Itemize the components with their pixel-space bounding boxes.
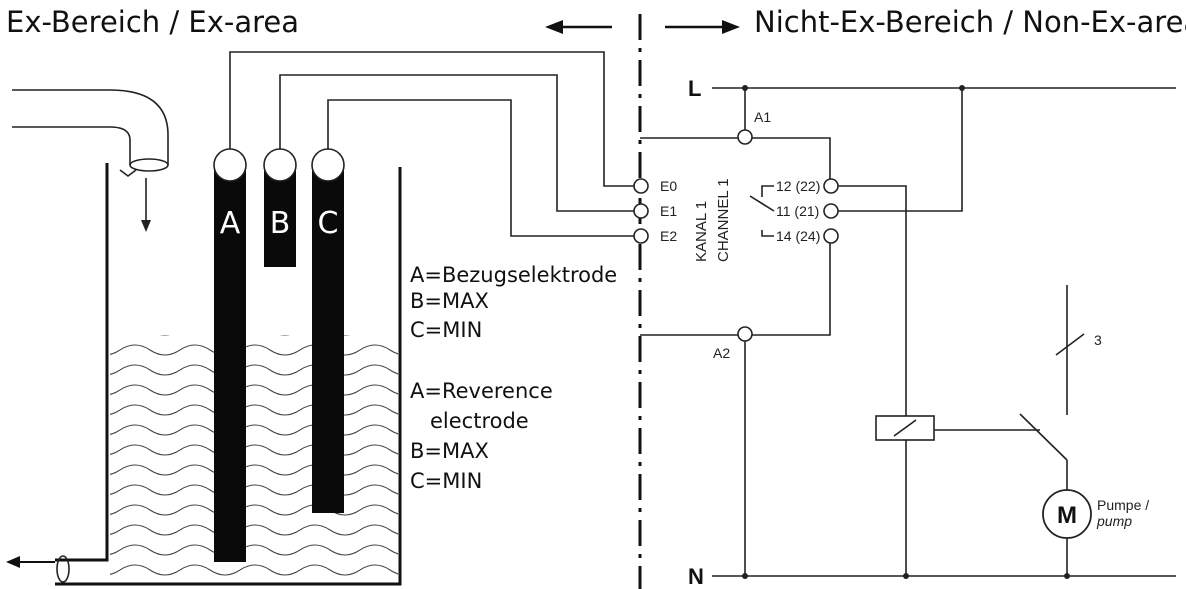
contactor-switch xyxy=(1019,413,1068,461)
terminal-12-label: 12 (22) xyxy=(776,178,820,194)
legend-b-en: B=MAX xyxy=(410,439,489,463)
legend-b-de: B=MAX xyxy=(410,289,489,313)
wire-a-e0 xyxy=(229,51,634,187)
terminal-a1-label: A1 xyxy=(754,109,771,125)
electrode-a-label: A xyxy=(220,206,241,241)
motor-symbol: M xyxy=(1057,502,1077,529)
wire-11-l xyxy=(838,88,963,212)
terminal-e0 xyxy=(633,178,649,194)
terminal-14 xyxy=(823,228,839,244)
relay-module-frame xyxy=(640,137,831,186)
terminal-11-label: 11 (21) xyxy=(776,203,819,219)
bus-l-label: L xyxy=(688,76,701,101)
non-ex-area-label: Nicht-Ex-Bereich / Non-Ex-area xyxy=(754,5,1186,39)
bus-n-label: N xyxy=(688,564,704,589)
electrode-b-label: B xyxy=(270,206,291,241)
terminal-a1 xyxy=(737,129,753,145)
legend: A=Bezugselektrode B=MAX C=MIN A=Reverenc… xyxy=(410,263,617,493)
channel-de-label: KANAL 1 xyxy=(693,201,710,262)
terminal-a2 xyxy=(737,326,753,342)
wire-b-e1 xyxy=(279,74,634,212)
legend-c-de: C=MIN xyxy=(410,318,482,342)
legend-a-en-cont: electrode xyxy=(430,409,529,433)
outlet-pipe xyxy=(6,555,70,583)
terminal-e0-label: E0 xyxy=(660,178,677,194)
legend-a-de: A=Bezugselektrode xyxy=(410,263,617,287)
terminal-14-label: 14 (24) xyxy=(776,228,820,244)
pump-label-de: Pumpe / xyxy=(1097,497,1149,513)
terminal-e2 xyxy=(633,228,649,244)
terminal-11 xyxy=(823,203,839,219)
left-arrow-icon xyxy=(545,20,612,34)
liquid xyxy=(110,335,398,585)
tank xyxy=(55,163,402,586)
right-arrow-icon xyxy=(665,20,740,34)
electrode-a xyxy=(213,148,247,562)
channel-en-label: CHANNEL 1 xyxy=(715,178,732,262)
wire-12-coil xyxy=(838,185,907,416)
terminal-e2-label: E2 xyxy=(660,228,677,244)
legend-a-en: A=Reverence xyxy=(410,379,553,403)
wire-c-e2 xyxy=(327,99,634,237)
terminal-e1 xyxy=(633,203,649,219)
terminal-e1-label: E1 xyxy=(660,203,677,219)
legend-c-en: C=MIN xyxy=(410,469,482,493)
electrode-c-label: C xyxy=(318,206,339,241)
relay-contact xyxy=(749,185,775,237)
pump-label-en: pump xyxy=(1096,513,1132,529)
electrode-c xyxy=(311,148,345,513)
phase-count-label: 3 xyxy=(1094,332,1102,348)
inlet-pipe xyxy=(12,89,169,232)
ex-area-label: Ex-Bereich / Ex-area xyxy=(6,5,299,39)
terminal-12 xyxy=(823,178,839,194)
terminal-a2-label: A2 xyxy=(713,345,730,361)
